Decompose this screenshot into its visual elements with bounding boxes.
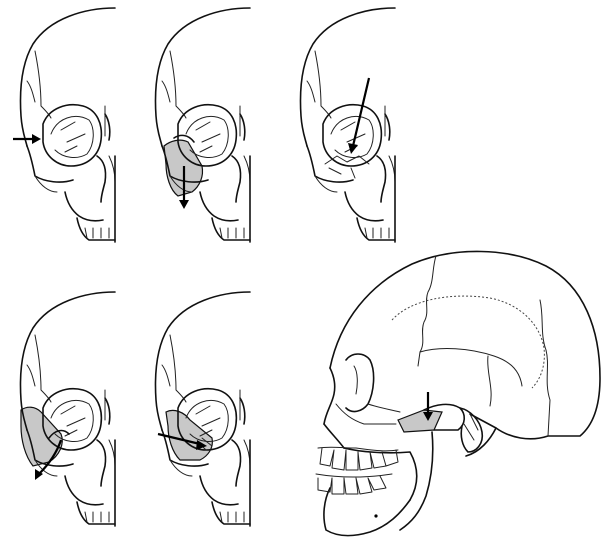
panel-2 — [156, 8, 251, 242]
panel-4 — [21, 292, 116, 526]
panel-6-lateral-skull — [316, 251, 600, 535]
panel-5 — [156, 292, 251, 526]
panel-3 — [301, 8, 396, 242]
panel-1 — [13, 8, 115, 242]
